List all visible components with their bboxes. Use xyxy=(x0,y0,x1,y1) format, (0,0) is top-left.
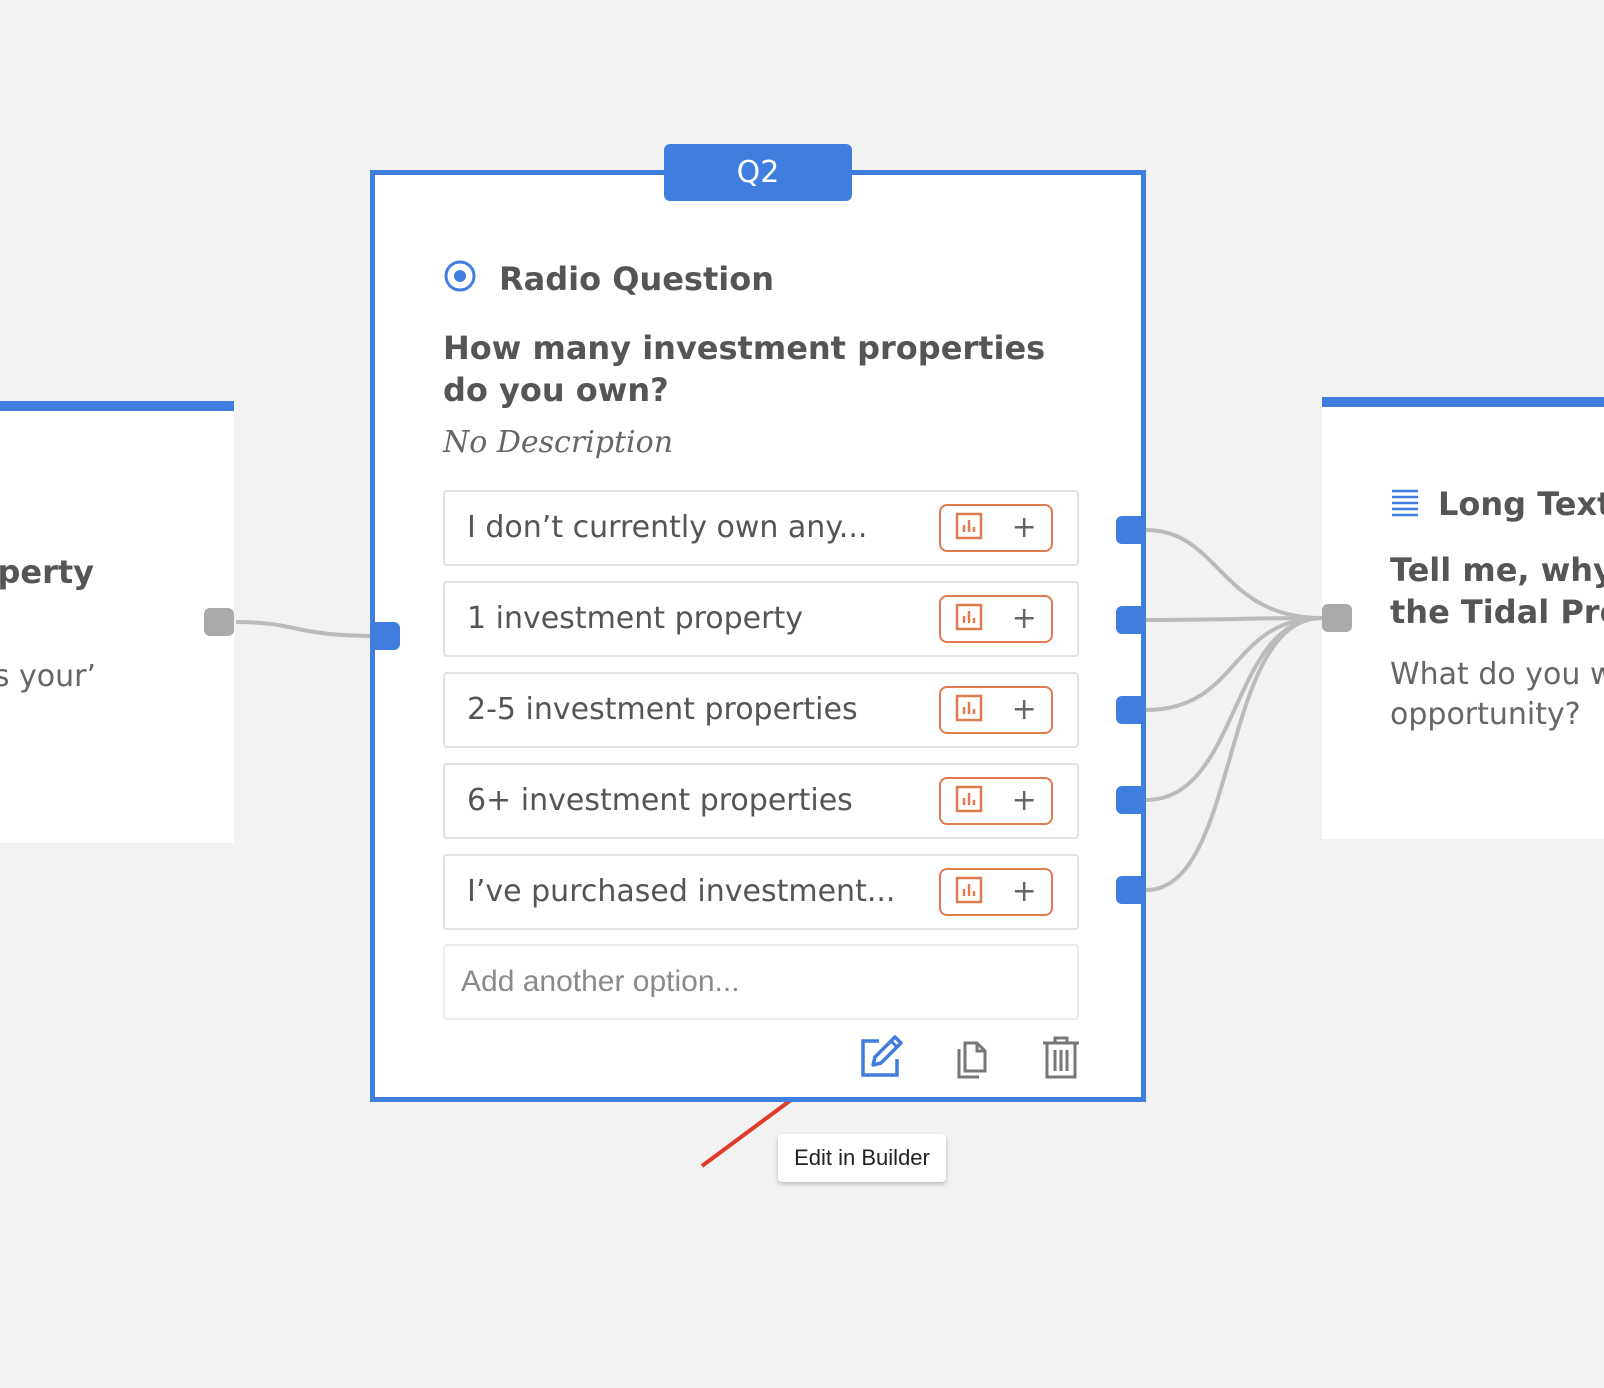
option-label: I don’t currently own any... xyxy=(467,510,868,545)
chart-icon[interactable] xyxy=(955,876,983,909)
question-card-q2[interactable]: Radio Question How many investment prope… xyxy=(370,170,1146,1102)
add-option-input[interactable] xyxy=(443,944,1079,1020)
question-description: No Description xyxy=(443,425,674,460)
plus-icon[interactable]: + xyxy=(1011,601,1037,636)
plus-icon[interactable]: + xyxy=(1011,783,1037,818)
chart-icon[interactable] xyxy=(955,512,983,545)
connector-option-3 xyxy=(1145,616,1323,712)
option-actions: + xyxy=(939,595,1053,643)
option-row[interactable]: I’ve purchased investment... + xyxy=(443,854,1079,930)
next-card-description-line-1: What do you w xyxy=(1390,657,1604,692)
option-label: 1 investment property xyxy=(467,601,803,636)
question-type-label: Radio Question xyxy=(499,259,774,298)
plus-icon[interactable]: + xyxy=(1011,692,1037,727)
option-actions: + xyxy=(939,868,1053,916)
option-row[interactable]: 1 investment property + xyxy=(443,581,1079,657)
long-text-icon xyxy=(1390,487,1420,522)
connector-left-to-main xyxy=(235,620,381,638)
option-actions: + xyxy=(939,686,1053,734)
plus-icon[interactable]: + xyxy=(1011,510,1037,545)
question-title: How many investment properties do you ow… xyxy=(443,329,1046,409)
edit-icon[interactable] xyxy=(857,1033,905,1081)
main-card-input-port[interactable] xyxy=(370,622,400,650)
option-output-port[interactable] xyxy=(1116,876,1146,904)
option-label: I’ve purchased investment... xyxy=(467,874,896,909)
option-row[interactable]: 6+ investment properties + xyxy=(443,763,1079,839)
next-card-title-line-2: the Tidal Prop xyxy=(1390,593,1604,631)
option-output-port[interactable] xyxy=(1116,516,1146,544)
chart-icon[interactable] xyxy=(955,694,983,727)
option-label: 6+ investment properties xyxy=(467,783,853,818)
radio-icon xyxy=(443,259,477,298)
chart-icon[interactable] xyxy=(955,785,983,818)
connector-option-1 xyxy=(1145,528,1323,620)
question-number-tab[interactable]: Q2 xyxy=(664,144,852,201)
option-output-port[interactable] xyxy=(1116,786,1146,814)
previous-card-output-port[interactable] xyxy=(204,608,234,636)
next-card-title-line-1: Tell me, why d xyxy=(1390,551,1604,589)
option-row[interactable]: I don’t currently own any... + xyxy=(443,490,1079,566)
option-row[interactable]: 2-5 investment properties + xyxy=(443,672,1079,748)
connector-option-2 xyxy=(1145,616,1323,622)
next-card-description-line-2: opportunity? xyxy=(1390,697,1581,732)
question-type: Radio Question xyxy=(443,259,774,298)
trash-icon[interactable] xyxy=(1037,1033,1085,1081)
next-card-description: What do you w opportunity? xyxy=(1390,655,1604,735)
option-label: 2-5 investment properties xyxy=(467,692,858,727)
chart-icon[interactable] xyxy=(955,603,983,636)
plus-icon[interactable]: + xyxy=(1011,874,1037,909)
option-actions: + xyxy=(939,777,1053,825)
duplicate-icon[interactable] xyxy=(949,1033,997,1081)
next-question-card[interactable]: Long Text Tell me, why d the Tidal Prop … xyxy=(1322,397,1604,839)
next-card-type-label: Long Text xyxy=(1438,485,1604,523)
option-actions: + xyxy=(939,504,1053,552)
next-card-title: Tell me, why d the Tidal Prop xyxy=(1390,549,1604,633)
connector-option-5 xyxy=(1145,616,1323,892)
previous-question-card[interactable]: pperty ’s your xyxy=(0,401,234,843)
edit-tooltip: Edit in Builder xyxy=(778,1134,946,1182)
next-card-input-port[interactable] xyxy=(1322,604,1352,632)
previous-card-title: pperty xyxy=(0,553,94,591)
previous-card-description: ’s your xyxy=(0,659,96,694)
next-card-type: Long Text xyxy=(1390,485,1604,523)
option-output-port[interactable] xyxy=(1116,606,1146,634)
option-output-port[interactable] xyxy=(1116,696,1146,724)
